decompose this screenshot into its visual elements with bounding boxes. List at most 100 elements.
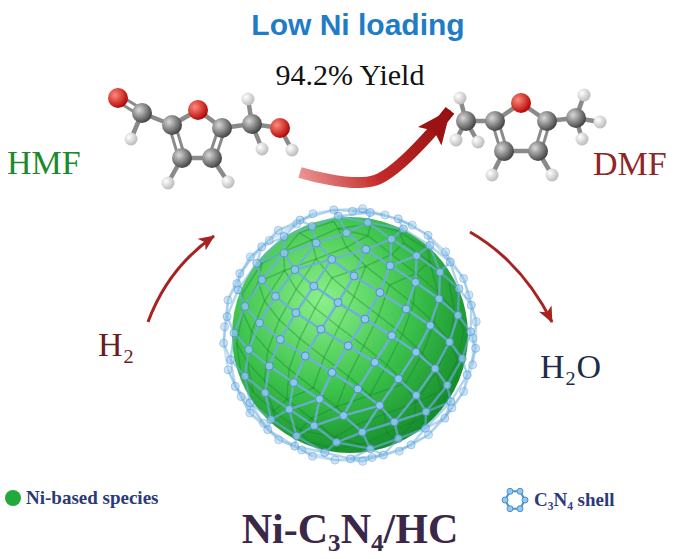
cage-atom <box>472 344 480 352</box>
cage-atom <box>390 418 398 426</box>
cage-atom <box>455 285 463 293</box>
cage-atom <box>425 431 433 439</box>
cage-bond <box>375 336 392 363</box>
cage-atom <box>371 358 379 366</box>
cage-atom <box>290 379 298 387</box>
molecule-label: HMF <box>7 144 81 181</box>
cage-atom <box>412 348 420 356</box>
atom <box>242 114 262 134</box>
cage-atom <box>258 243 266 251</box>
texture-line <box>414 402 416 421</box>
cage-atom <box>408 221 416 229</box>
cage-bond <box>314 259 332 286</box>
cage-atom <box>223 313 231 321</box>
cage-atom <box>236 269 244 277</box>
cage-atom <box>361 315 369 323</box>
cage-atom <box>381 211 389 219</box>
atom <box>125 133 138 146</box>
molecule-node: DMF <box>450 85 695 200</box>
cage-atom <box>435 295 443 303</box>
atom <box>485 111 505 131</box>
cage-atom <box>402 305 410 313</box>
product-label: H₂O <box>540 348 601 385</box>
reaction-arrow <box>300 110 450 182</box>
hexagon-atom <box>502 497 508 503</box>
cage-atom <box>364 219 372 227</box>
cage-bond <box>262 253 284 280</box>
cage-atom <box>256 319 264 327</box>
molecule <box>450 89 607 182</box>
cage-bond <box>390 266 415 283</box>
texture-line <box>334 221 339 228</box>
atom <box>450 134 463 147</box>
legend-swatch <box>3 488 23 508</box>
cage-atom <box>285 405 293 413</box>
cage-atom <box>340 412 348 420</box>
cage-atom <box>469 361 477 369</box>
atom <box>472 136 485 149</box>
atom <box>132 103 152 123</box>
atom <box>494 141 514 161</box>
cage-atom <box>234 286 242 294</box>
atom <box>108 88 128 108</box>
cage-bond <box>245 280 262 307</box>
cage-atom <box>426 241 434 249</box>
cage-atom <box>448 404 456 412</box>
atom <box>162 115 182 135</box>
cage-atom <box>224 366 232 374</box>
atom <box>486 169 499 182</box>
cage-bond <box>380 379 399 406</box>
cage-atom <box>334 299 342 307</box>
cage-atom <box>465 291 473 299</box>
atom <box>566 108 586 128</box>
cage-atom <box>280 233 288 241</box>
cage-atom <box>412 391 420 399</box>
texture-line <box>405 353 422 383</box>
molecule-label: DMF <box>593 145 667 182</box>
cage-atom <box>346 455 354 463</box>
cage-bond <box>435 342 449 369</box>
cage-atom <box>422 408 430 416</box>
cage-bond <box>380 292 406 309</box>
cage-bond <box>296 286 314 313</box>
cage-atom <box>413 252 421 260</box>
h2o-arrow <box>470 232 552 322</box>
cage-bond <box>316 233 346 243</box>
cage-atom <box>317 325 325 333</box>
cage-bond <box>289 399 319 409</box>
cage-bond <box>296 313 321 330</box>
cage-atom <box>265 362 273 370</box>
cage-bond <box>269 224 297 241</box>
cage-atom <box>394 435 402 443</box>
cage-atom <box>246 409 254 417</box>
cage-atom <box>441 414 449 422</box>
cage-atom <box>261 389 269 397</box>
atom <box>456 111 476 131</box>
cage-bond <box>365 319 392 336</box>
hexagon-atom <box>517 506 523 512</box>
cage-atom <box>394 215 402 223</box>
cage-atom <box>348 207 356 215</box>
cage-bond <box>398 352 416 379</box>
cage-atom <box>431 365 439 373</box>
yield-label: 94.2% Yield <box>276 58 425 91</box>
cage-atom <box>359 457 367 465</box>
cage-atom <box>458 354 466 362</box>
cage-atom <box>358 428 366 436</box>
cage-atom <box>298 446 306 454</box>
sphere-texture <box>237 221 464 449</box>
hexagon-atom <box>517 488 523 494</box>
atom <box>202 148 222 168</box>
cage-bond <box>305 329 321 356</box>
cage-bond <box>391 239 416 256</box>
atom <box>578 89 591 102</box>
cage-bond <box>280 313 296 340</box>
cage-atom <box>241 372 249 380</box>
cage-atom <box>354 385 362 393</box>
atom <box>576 133 589 146</box>
atom <box>162 177 175 190</box>
cage-atom <box>293 220 301 228</box>
cage-atom <box>436 268 444 276</box>
legend-text: C₃N₄ shell <box>534 489 615 511</box>
